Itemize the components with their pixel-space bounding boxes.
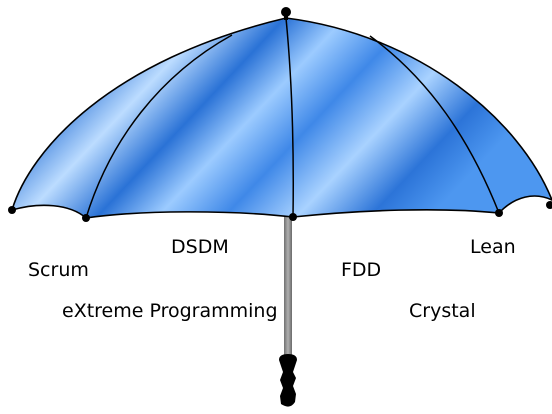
label-dsdm: DSDM bbox=[171, 236, 229, 258]
umbrella-canopy-icon bbox=[10, 17, 552, 219]
umbrella-handle-icon bbox=[279, 354, 297, 407]
label-crystal: Crystal bbox=[409, 300, 476, 322]
label-scrum: Scrum bbox=[28, 259, 89, 281]
umbrella-shaft bbox=[284, 214, 292, 374]
label-extreme-programming: eXtreme Programming bbox=[62, 300, 278, 322]
label-lean: Lean bbox=[470, 236, 516, 258]
umbrella-ribs bbox=[85, 17, 500, 219]
label-fdd: FDD bbox=[341, 259, 382, 281]
umbrella-tips bbox=[8, 7, 552, 222]
